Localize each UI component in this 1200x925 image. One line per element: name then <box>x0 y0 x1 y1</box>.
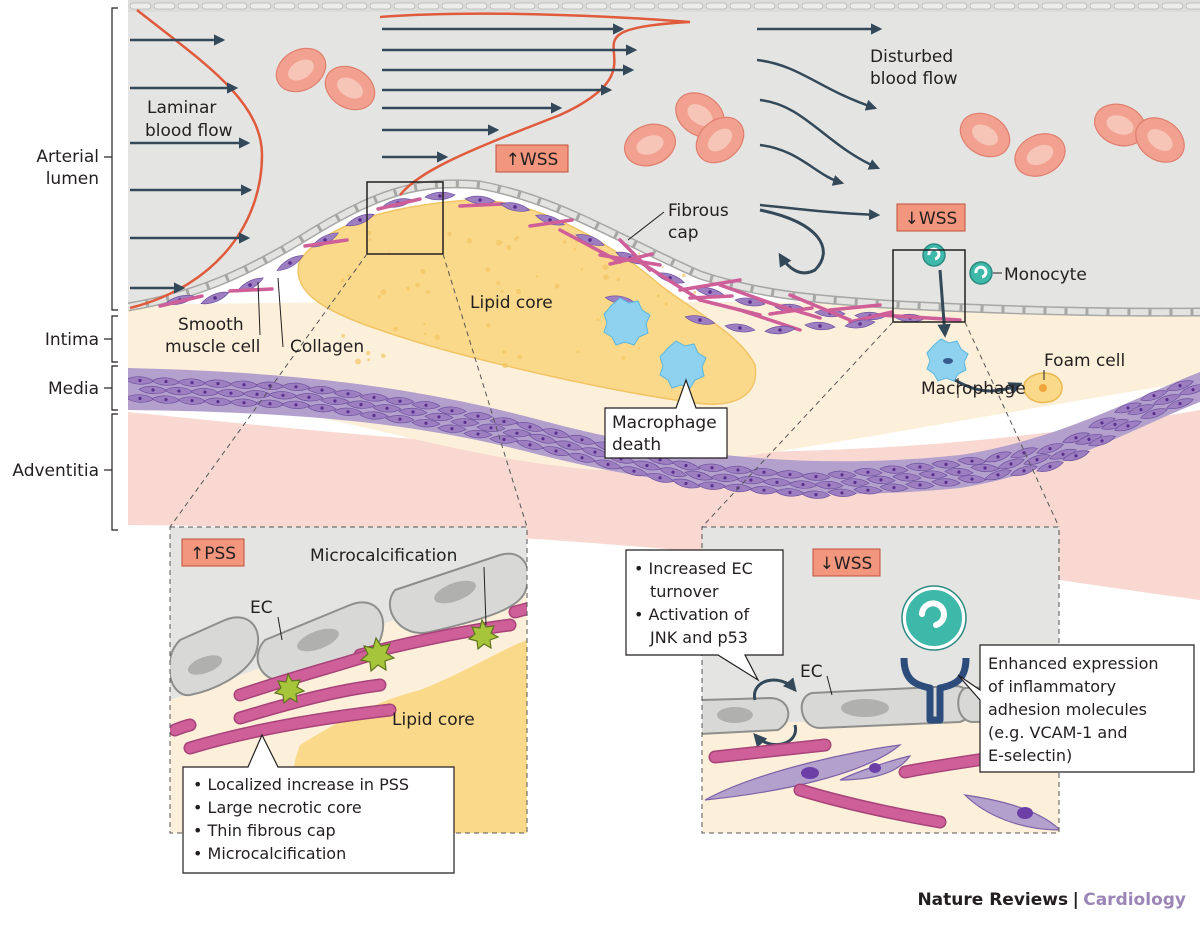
monocyte-cell <box>922 243 993 285</box>
pss-increase-tag: ↑PSS <box>190 544 236 564</box>
laminar-flow-arrows <box>130 23 638 294</box>
layer-brackets <box>104 7 118 531</box>
expression-line-3: adhesion molecules <box>988 700 1147 719</box>
fibrous-cap-label-1: Fibrous <box>668 201 729 221</box>
ec-bullet-1-cont: turnover <box>650 582 719 601</box>
wss-inset-tag: ↓WSS <box>820 554 873 574</box>
laminar-flow-profile <box>129 9 264 310</box>
expression-line-2: of inflammatory <box>988 677 1116 696</box>
fibrous-cap-cells <box>158 191 962 335</box>
expression-line-4: (e.g. VCAM-1 and <box>988 723 1128 742</box>
red-blood-cell <box>324 65 376 111</box>
left-inset: ↑PSS Microcalcification EC Lipid core • … <box>169 526 528 874</box>
microcalcification-stars <box>273 618 500 705</box>
layer-media-label: Media <box>48 379 99 399</box>
macrophage-death-label-2: death <box>612 435 661 455</box>
red-blood-cell <box>1094 103 1146 147</box>
top-endothelium <box>129 2 1200 10</box>
red-blood-cell <box>624 123 676 167</box>
foam-cell-label: Foam cell <box>1044 351 1125 371</box>
wss-decrease-tag: ↓WSS <box>905 209 958 229</box>
monocyte-migration-arrow <box>937 269 951 338</box>
laminar-flow-label-1: Laminar <box>147 98 216 118</box>
disturbed-flow-label-2: blood flow <box>870 69 958 89</box>
ec-bullet-2-cont: JNK and p53 <box>649 628 748 647</box>
flow-arrow <box>759 203 881 221</box>
red-blood-cell <box>275 47 327 93</box>
macrophage-cells <box>603 297 969 389</box>
flow-arrow <box>759 98 881 170</box>
monocyte-label: Monocyte <box>1004 265 1087 285</box>
media-smooth-muscle-cells <box>128 376 1200 499</box>
red-blood-cell <box>1135 117 1185 163</box>
red-blood-cell <box>959 112 1011 158</box>
left-ec-label: EC <box>250 598 273 618</box>
red-blood-cells <box>275 47 1185 177</box>
wss-inset-box <box>892 249 966 323</box>
smooth-muscle-cell-label-1: Smooth <box>178 315 244 335</box>
left-lipid-core-label: Lipid core <box>392 710 475 730</box>
flow-arrow <box>756 58 878 111</box>
right-inset-smooth-muscle-cells <box>704 744 1059 831</box>
pss-bullet-3: • Thin fibrous cap <box>193 821 336 840</box>
layer-intima-label: Intima <box>45 330 99 350</box>
layer-lumen-label-1: Arterial <box>36 147 99 167</box>
foam-cell-arrow <box>954 378 1023 395</box>
disturbed-flow-arrows <box>756 23 883 221</box>
pss-bullet-2: • Large necrotic core <box>193 798 362 817</box>
layer-lumen-label-2: lumen <box>46 169 99 189</box>
red-blood-cell <box>1014 133 1066 177</box>
pss-bullet-1: • Localized increase in PSS <box>193 775 409 794</box>
disturbed-flow-label-1: Disturbed <box>870 47 953 67</box>
microcalcification-label: Microcalcification <box>310 546 457 566</box>
macrophage-label: Macrophage <box>921 379 1026 399</box>
left-inset-endothelial-cells <box>170 552 527 697</box>
pss-bullet-4: • Microcalcification <box>193 844 346 863</box>
ec-bullet-2: • Activation of <box>634 605 750 624</box>
flow-arrow <box>759 143 845 186</box>
right-inset: ↓WSS EC • Increased EC turnover • Activa… <box>625 526 1195 834</box>
fibrous-cap-label-2: cap <box>668 223 699 243</box>
ec-bullet-1: • Increased EC <box>634 559 753 578</box>
lipid-core-label: Lipid core <box>470 293 553 313</box>
disturbed-flow-profile <box>379 12 691 196</box>
recirculation-arrow <box>759 208 825 275</box>
red-blood-cell <box>695 116 745 164</box>
plaque-inset-box <box>366 181 444 255</box>
laminar-flow-label-2: blood flow <box>145 121 233 141</box>
right-ec-label: EC <box>800 662 823 682</box>
expression-line-1: Enhanced expression <box>988 654 1159 673</box>
smooth-muscle-cell-label-2: muscle cell <box>165 337 260 357</box>
macrophage-death-label-1: Macrophage <box>612 413 717 433</box>
collagen-label: Collagen <box>290 337 364 357</box>
foam-cell <box>1023 372 1063 404</box>
layer-adventitia-label: Adventitia <box>12 461 99 481</box>
journal-credit: Nature Reviews | Cardiology <box>917 890 1186 910</box>
wss-increase-tag: ↑WSS <box>506 150 559 170</box>
expression-line-5: E-selectin) <box>988 746 1072 765</box>
